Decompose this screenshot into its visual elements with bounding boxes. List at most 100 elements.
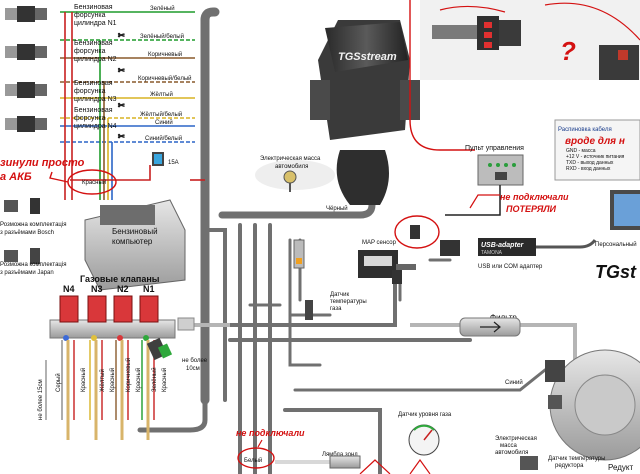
annotation-line [409,0,475,151]
svg-text:Жёлтый: Жёлтый [150,91,173,98]
annotation-line [439,5,506,13]
svg-text:Лямбда зонд: Лямбда зонд [322,452,358,458]
valve-wire-labels: Серый Красный Жёлтый Красный Коричневый … [38,358,208,420]
svg-text:MAP сенсор: MAP сенсор [362,240,397,246]
level-sensor: Датчик уровня газа [398,412,452,456]
brand-label: TGst [595,262,637,282]
svg-text:Красный: Красный [135,368,142,392]
annotation-line [544,2,640,41]
injector-labels: Бензиновая форсунка цилиндра N1 Бензинов… [74,4,117,130]
pinout-box: Распиновка кабеля вроде для н GND - масс… [554,119,640,181]
svg-text:Коричневый: Коричневый [148,51,182,58]
connector-plug [410,225,420,239]
svg-text:Бензиновый: Бензиновый [112,227,158,236]
svg-text:цилиндра N4: цилиндра N4 [74,123,117,130]
blue-wire-label: Синий [505,379,523,386]
black-wire-label: Чёрный [326,205,348,212]
svg-text:Распиновка кабеля: Распиновка кабеля [558,127,612,133]
svg-text:Бензиновая: Бензиновая [74,107,113,114]
svg-text:Пульт управления: Пульт управления [465,145,524,152]
svg-text:Датчик: Датчик [330,292,349,298]
reducer: Редукт [545,349,640,472]
connector-japan: Розможна комплектація з разъёмами Japan [0,248,66,276]
wire-color-labels: Зелёный Зелёный/белый Коричневый Коричне… [82,5,192,186]
svg-text:Коричневый/белый: Коричневый/белый [138,75,192,82]
svg-text:редуктора: редуктора [555,463,584,469]
svg-text:автомобиля: автомобиля [275,164,308,170]
control-panel: Пульт управления [465,145,524,186]
svg-text:не подключали: не подключали [236,428,305,438]
annotation-line [359,459,391,474]
svg-text:TAMONA: TAMONA [481,250,503,256]
connector-zoom: ? [420,0,640,80]
akb-note-2: а АКБ [0,171,32,183]
gas-temp-sensor: Датчик температуры газа [293,239,367,320]
svg-text:Красный: Красный [82,179,106,186]
gas-filter: Фильтр [459,313,521,337]
lambda-sensor: Лямбда зонд Белый не подключали [236,428,361,469]
lost-note: ПОТЕРЯЛИ [506,204,556,214]
svg-text:15А: 15А [168,160,179,166]
injector-wires [60,11,205,200]
scissors-icon: ✂ [118,101,125,110]
svg-text:масса: масса [500,443,517,449]
map-sensor: MAP сенсор [358,240,416,284]
svg-text:Датчик температуры: Датчик температуры [548,456,605,462]
scissors-icon: ✂ [118,31,125,40]
annotation-arrow [49,171,69,183]
akb-note: зинули просто [0,157,85,169]
svg-text:цилиндра N3: цилиндра N3 [74,96,117,103]
svg-text:N3: N3 [91,284,103,294]
svg-text:Жёлтый: Жёлтый [99,369,106,392]
svg-text:Датчик уровня газа: Датчик уровня газа [398,412,452,418]
svg-text:Газовые клапаны: Газовые клапаны [80,274,160,284]
not-connected-note: не подключали [500,192,569,202]
svg-text:Розможна комплектація: Розможна комплектація [0,262,66,268]
svg-text:Синий/белый: Синий/белый [145,135,182,142]
svg-text:Бензиновая: Бензиновая [74,4,113,11]
scissors-icons: ✂ ✂ ✂ ✂ [118,31,126,142]
svg-text:не более: не более [182,358,208,364]
svg-text:N1: N1 [143,284,155,294]
panel-cable [445,185,501,216]
svg-text:форсунка: форсунка [74,12,106,19]
annotation-arrow [469,194,500,209]
svg-text:USB-adapter: USB-adapter [481,242,525,249]
svg-text:Зелёный: Зелёный [150,5,175,12]
svg-text:Белый: Белый [244,457,262,464]
svg-text:автомобиля: автомобиля [495,450,528,456]
svg-text:N2: N2 [117,284,129,294]
svg-text:цилиндра N1: цилиндра N1 [74,20,117,27]
fuse: 15А [152,152,179,166]
svg-text:з разъёмами Bosch: з разъёмами Bosch [0,230,54,236]
svg-text:цилиндра N2: цилиндра N2 [74,56,117,63]
svg-text:TGSstream: TGSstream [338,51,397,63]
reducer-temp-labels: Датчик температуры редуктора [548,456,605,469]
svg-text:RXD - вход данных: RXD - вход данных [566,166,611,172]
svg-text:GND - масса: GND - масса [566,148,596,154]
svg-text:Редукт: Редукт [608,463,634,472]
svg-text:Зелёный: Зелёный [151,367,158,392]
svg-text:компьютер: компьютер [112,237,153,246]
svg-text:?: ? [560,36,576,66]
annotation-line [409,458,431,474]
svg-text:форсунка: форсунка [74,88,106,95]
svg-text:Красный: Красный [109,368,116,392]
ground-2: Электрическая масса автомобиля [495,436,538,470]
svg-text:N4: N4 [63,284,75,294]
svg-text:Красный: Красный [80,368,87,392]
svg-text:+12 V - источник питания: +12 V - источник питания [566,154,625,160]
svg-text:10см: 10см [186,366,200,372]
annotation-circle-connector [394,215,440,249]
scissors-icon: ✂ [118,132,125,141]
connector-bosch: Розможна комплектація з разъёмами Bosch [0,198,66,236]
svg-text:з разъёмами Japan: з разъёмами Japan [0,270,54,276]
gas-ecu: TGSstream [310,20,420,205]
svg-text:температуры: температуры [330,299,367,305]
svg-text:форсунка: форсунка [74,115,106,122]
svg-text:Серый: Серый [55,373,62,392]
svg-text:Синий: Синий [155,119,173,126]
gas-valves: Газовые клапаны N4 N3 N2 N1 [49,274,195,440]
